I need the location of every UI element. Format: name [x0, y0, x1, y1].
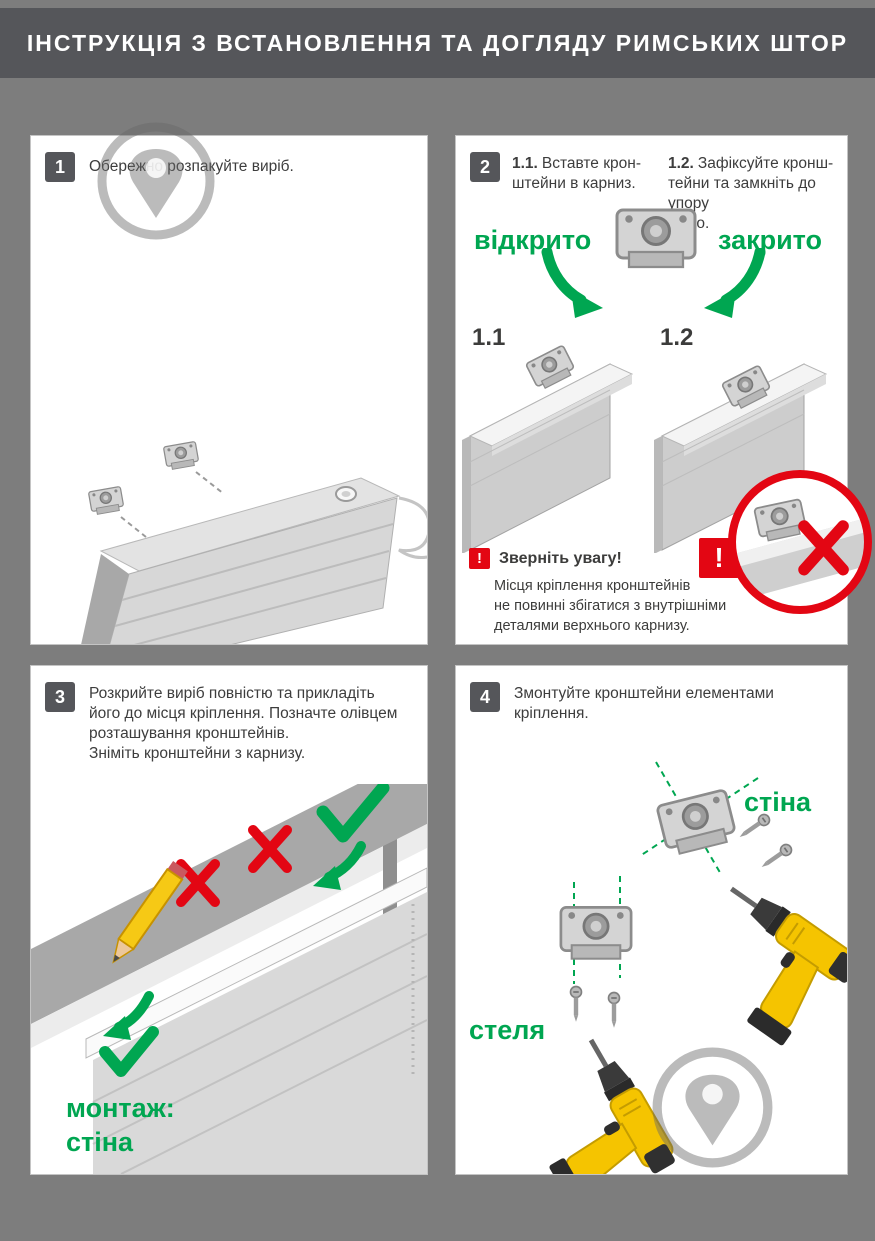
marking-illustration	[31, 784, 427, 1174]
cornice-end-cap	[654, 436, 662, 553]
dashed-alignment-lines	[573, 876, 621, 984]
closed-state-label: закрито	[718, 225, 823, 255]
screw-icon	[607, 991, 621, 1029]
warning-title: Зверніть увагу!	[499, 550, 622, 567]
cornice-end-cap	[462, 436, 470, 553]
fold-line	[114, 550, 390, 627]
arrow-down-left-icon	[704, 252, 760, 318]
blind-top-face	[99, 477, 401, 572]
check-icon	[316, 784, 390, 843]
warning-icon: !	[469, 548, 490, 569]
mount-type-label: монтаж: стіна	[66, 1093, 175, 1157]
warning-text: Місця кріплення кронштейнів не повинні з…	[494, 578, 727, 634]
page-title: ІНСТРУКЦІЯ З ВСТАНОВЛЕННЯ ТА ДОГЛЯДУ РИМ…	[26, 29, 849, 56]
bracket-icon	[162, 440, 200, 471]
fold-line	[121, 523, 394, 601]
bracket-icon	[87, 485, 125, 516]
ceiling-label: стеля	[469, 1015, 546, 1045]
step-4-number-badge: 4	[470, 682, 500, 712]
wrong-position-callout	[728, 470, 872, 614]
dashed-guide	[195, 471, 225, 495]
bracket-icon	[655, 788, 739, 858]
step-2-instruction-1: 1.1.Вставте крон- штейни в карниз.	[512, 154, 664, 194]
screw-icon	[757, 841, 795, 873]
headrail	[85, 867, 427, 1059]
arrow-head	[103, 1016, 131, 1040]
arrow-down-right-icon	[547, 252, 603, 318]
open-state-label: відкрито	[474, 225, 592, 255]
figure-1-1-label: 1.1	[472, 324, 506, 351]
panel-step-4: 4 Змонтуйте кронштейни елементами кріпле…	[455, 665, 848, 1175]
panel-step-2: 2 1.1.Вставте крон- штейни в карниз. 1.2…	[455, 135, 872, 645]
open-close-arrows	[456, 248, 849, 324]
callout-ring	[728, 470, 872, 614]
step-2-number-badge: 2	[470, 152, 500, 182]
bracket-icon	[524, 344, 578, 392]
step-2-2-text: Зафіксуйте кронш- тейни та замкніть до у…	[668, 155, 834, 232]
cord-icon	[398, 496, 427, 559]
check-icon	[99, 1026, 159, 1077]
wall-band	[31, 784, 427, 1024]
figure-1-2-cornice	[654, 363, 828, 553]
step-4-text: Змонтуйте кронштейни елементами кріпленн…	[514, 685, 774, 723]
step-3-text: Розкрийте виріб повністю та прикладіть й…	[89, 685, 398, 763]
blind-fabric	[93, 892, 427, 1174]
arrow-head	[313, 866, 341, 890]
folded-blind-illustration	[81, 440, 427, 644]
dashed-guide	[120, 516, 152, 542]
panel-step-3: 3 Розкрийте виріб повністю та прикладіть…	[30, 665, 428, 1175]
pencil-icon	[112, 861, 188, 964]
figure-1-1-cornice	[462, 344, 634, 553]
fabric-line	[661, 413, 805, 487]
grommet-hole	[341, 491, 351, 497]
fabric-line	[661, 389, 805, 463]
figure-1-2-label: 1.2	[660, 324, 694, 351]
fold-line	[120, 1019, 427, 1174]
step-2-2-label: 1.2.	[668, 155, 694, 172]
step-2-1-text: Вставте крон- штейни в карниз.	[512, 155, 641, 193]
screw-icon	[569, 985, 583, 1023]
mounting-illustration	[503, 761, 847, 1174]
step-3-number-badge: 3	[45, 682, 75, 712]
blind-end-cap	[81, 554, 129, 644]
fabric-line	[469, 413, 611, 487]
step-1-number-badge: 1	[45, 152, 75, 182]
drill-icon	[503, 1030, 681, 1174]
fold-line	[92, 933, 427, 1103]
step-2-instruction-2: 1.2.Зафіксуйте кронш- тейни та замкніть …	[668, 154, 846, 235]
panel-step-1: 1 Обережно розпакуйте виріб.	[30, 135, 428, 645]
wall-label: стіна	[744, 787, 812, 817]
fold-line	[92, 975, 427, 1145]
fold-line	[134, 577, 387, 644]
drill-icon	[673, 873, 847, 1057]
fabric-line	[469, 389, 611, 463]
page-header: ІНСТРУКЦІЯ З ВСТАНОВЛЕННЯ ТА ДОГЛЯДУ РИМ…	[0, 8, 875, 78]
step-1-text: Обережно розпакуйте виріб.	[89, 158, 294, 175]
step-2-1-label: 1.1.	[512, 155, 538, 172]
bracket-icon	[559, 906, 633, 961]
